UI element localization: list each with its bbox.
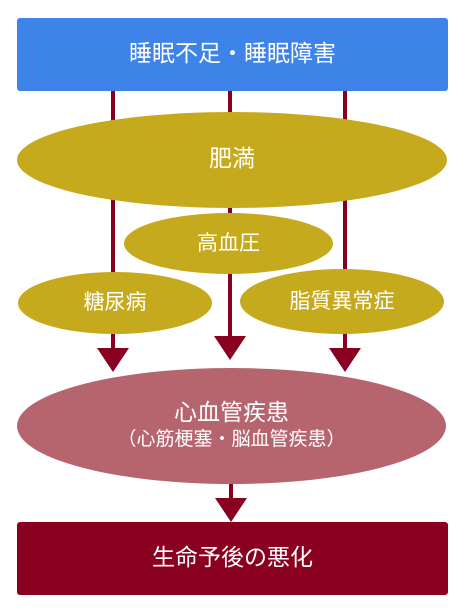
diabetes-label: 糖尿病 bbox=[83, 290, 147, 315]
obesity-node: 肥満 bbox=[17, 112, 447, 208]
cardiovascular-node: 心血管疾患 （心筋梗塞・脳血管疾患） bbox=[17, 368, 446, 484]
arrow-head-left bbox=[97, 348, 129, 372]
prognosis-label: 生命予後の悪化 bbox=[152, 544, 313, 571]
dyslipidemia-node: 脂質異常症 bbox=[240, 269, 444, 334]
sleep-problems-box: 睡眠不足・睡眠障害 bbox=[17, 18, 448, 91]
diabetes-node: 糖尿病 bbox=[18, 272, 212, 334]
sleep-problems-label: 睡眠不足・睡眠障害 bbox=[129, 40, 336, 67]
arrow-head-bottom bbox=[215, 498, 247, 522]
arrow-head-right bbox=[329, 348, 361, 372]
obesity-label: 肥満 bbox=[209, 146, 255, 173]
hypertension-label: 高血圧 bbox=[197, 230, 260, 255]
prognosis-box: 生命予後の悪化 bbox=[17, 522, 448, 595]
dyslipidemia-label: 脂質異常症 bbox=[289, 288, 395, 313]
hypertension-node: 高血圧 bbox=[124, 213, 333, 274]
cardiovascular-label: 心血管疾患 bbox=[174, 399, 289, 426]
arrow-head-center bbox=[214, 336, 246, 360]
cardiovascular-sublabel: （心筋梗塞・脳血管疾患） bbox=[117, 428, 346, 451]
